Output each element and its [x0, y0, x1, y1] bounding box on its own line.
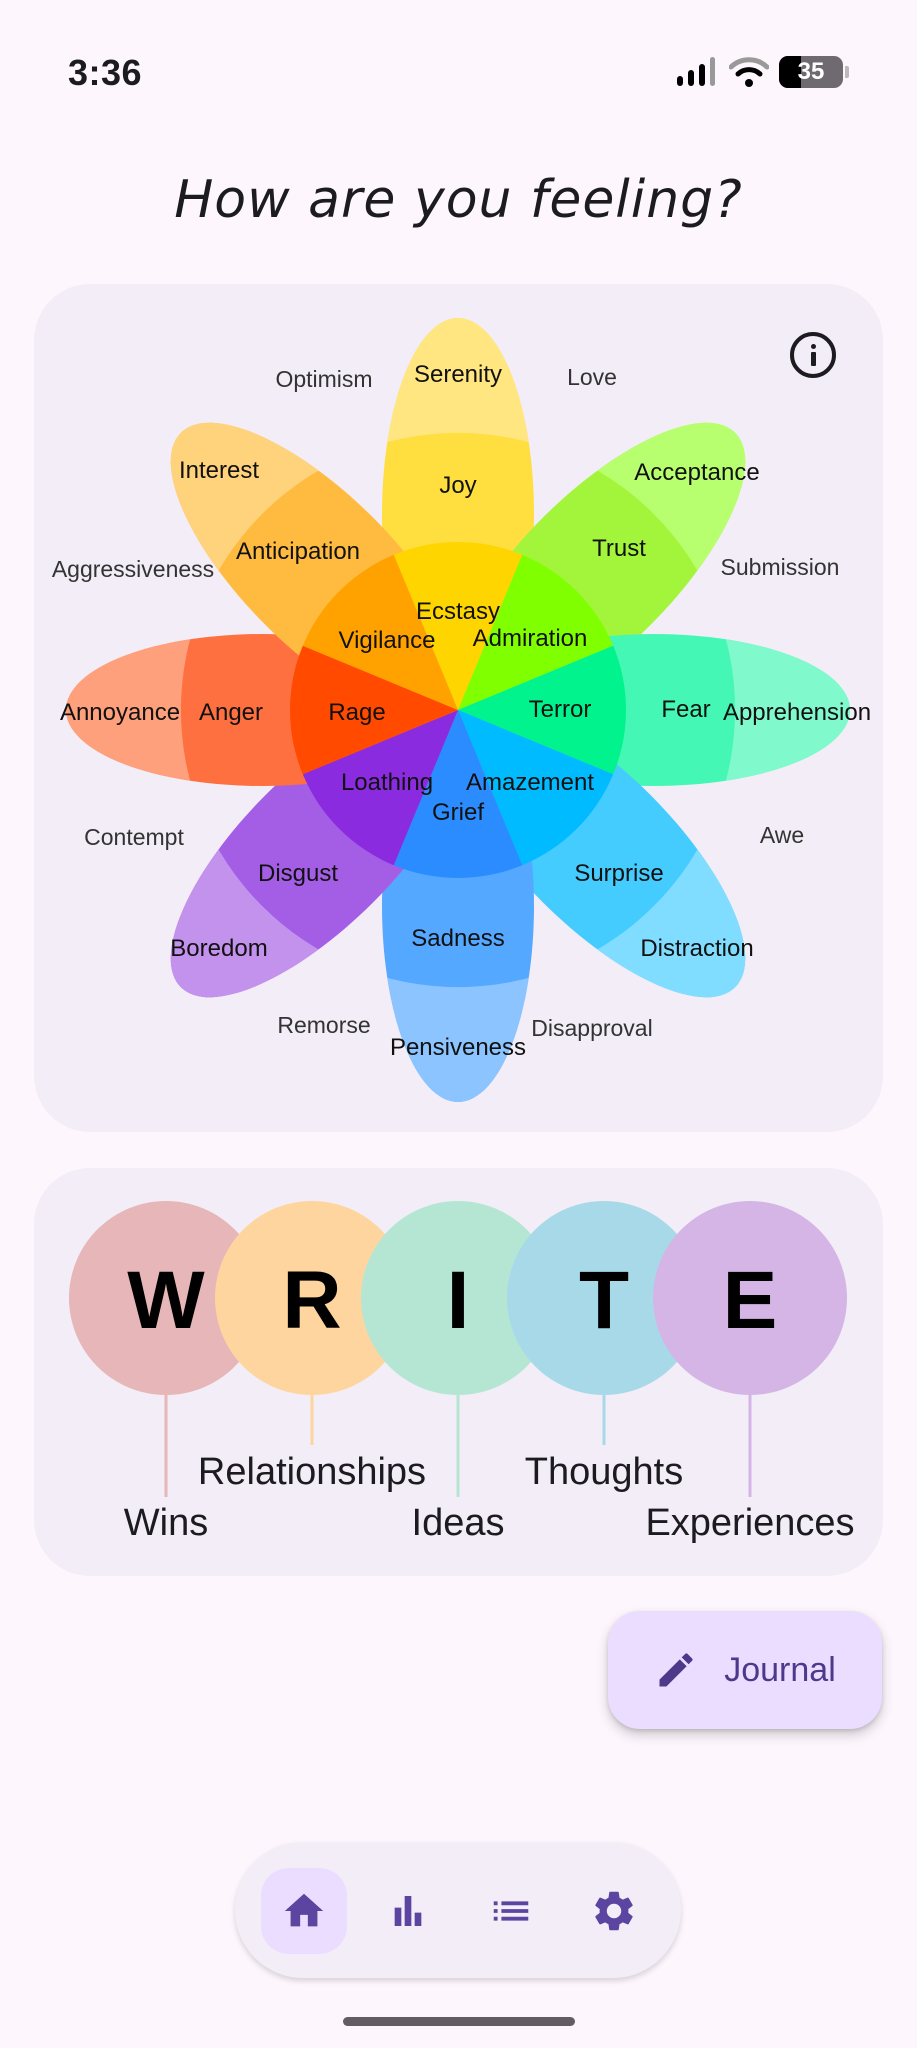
- dyad-label-optimism[interactable]: Optimism: [275, 366, 372, 392]
- write-acronym: W Wins R Relationships I Ideas T Thoughts E Exper…: [69, 1201, 855, 1544]
- wifi-icon: [729, 57, 769, 87]
- emotion-label-boredom[interactable]: Boredom: [170, 935, 267, 962]
- nav-home[interactable]: [261, 1868, 347, 1954]
- write-word-ideas: Ideas: [412, 1502, 505, 1544]
- status-bar: 3:36 35: [0, 0, 917, 150]
- bar-chart-icon: [394, 1896, 422, 1926]
- bottom-nav: [235, 1842, 681, 1978]
- info-button[interactable]: [790, 332, 836, 378]
- letter-circle: [215, 1201, 409, 1395]
- list-icon: [493, 1901, 529, 1921]
- emotion-label-anticipation[interactable]: Anticipation: [236, 538, 360, 565]
- letter-circle: [507, 1201, 701, 1395]
- home-indicator[interactable]: [343, 2017, 575, 2026]
- status-time: 3:36: [68, 52, 143, 93]
- write-item-relationships: R Relationships: [198, 1201, 426, 1493]
- write-word-wins: Wins: [124, 1502, 208, 1544]
- pencil-icon: [659, 1653, 693, 1687]
- battery-level: 35: [797, 58, 825, 85]
- emotion-label-interest[interactable]: Interest: [179, 457, 259, 484]
- home-icon: [284, 1893, 324, 1927]
- emotion-label-acceptance[interactable]: Acceptance: [634, 459, 759, 486]
- gear-icon: [595, 1891, 633, 1931]
- nav-stats[interactable]: [365, 1868, 451, 1954]
- info-icon: [810, 344, 816, 349]
- write-item-thoughts: T Thoughts: [507, 1201, 701, 1493]
- battery-icon: 35: [779, 56, 843, 88]
- emotion-label-loathing[interactable]: Loathing: [341, 769, 433, 796]
- wedge-admiration[interactable]: [458, 554, 614, 710]
- emotion-label-surprise[interactable]: Surprise: [574, 860, 663, 887]
- dyad-label-awe[interactable]: Awe: [760, 822, 804, 848]
- nav-list[interactable]: [468, 1868, 554, 1954]
- emotion-label-sadness[interactable]: Sadness: [411, 925, 504, 952]
- emotion-label-serenity[interactable]: Serenity: [414, 361, 502, 388]
- letter-circle: [361, 1201, 555, 1395]
- write-word-experiences: Experiences: [645, 1502, 854, 1544]
- dyad-label-aggressiveness[interactable]: Aggressiveness: [52, 556, 214, 582]
- emotion-label-fear[interactable]: Fear: [661, 696, 710, 723]
- nav-settings[interactable]: [571, 1868, 657, 1954]
- wedge-ecstasy[interactable]: [393, 541, 523, 710]
- emotion-label-apprehension[interactable]: Apprehension: [723, 699, 871, 726]
- dyad-label-love[interactable]: Love: [567, 364, 617, 390]
- emotion-label-vigilance[interactable]: Vigilance: [339, 627, 436, 654]
- emotion-label-trust[interactable]: Trust: [592, 535, 646, 562]
- emotion-label-ecstasy[interactable]: Ecstasy: [416, 598, 500, 625]
- write-word-thoughts: Thoughts: [525, 1451, 683, 1493]
- write-word-relationships: Relationships: [198, 1451, 426, 1493]
- wedge-vigilance[interactable]: [302, 554, 458, 710]
- emotion-label-disgust[interactable]: Disgust: [258, 860, 338, 887]
- dyad-label-contempt[interactable]: Contempt: [84, 824, 184, 850]
- write-letter-e: E: [723, 1255, 778, 1346]
- journal-fab-label: Journal: [724, 1650, 836, 1689]
- write-item-experiences: E Experiences: [645, 1201, 855, 1544]
- emotion-label-admiration[interactable]: Admiration: [473, 625, 588, 652]
- letter-circle: [653, 1201, 847, 1395]
- write-item-ideas: I Ideas: [361, 1201, 555, 1544]
- emotion-label-distraction[interactable]: Distraction: [640, 935, 753, 962]
- write-letter-r: R: [282, 1255, 341, 1346]
- journal-fab[interactable]: Journal: [608, 1611, 882, 1729]
- emotion-label-amazement[interactable]: Amazement: [466, 769, 594, 796]
- wedge-grief[interactable]: [393, 710, 523, 878]
- emotion-label-terror[interactable]: Terror: [529, 696, 592, 723]
- emotion-label-grief[interactable]: Grief: [432, 799, 484, 826]
- emotion-label-anger[interactable]: Anger: [199, 699, 263, 726]
- write-letter-i: I: [447, 1255, 470, 1346]
- wedge-amazement[interactable]: [458, 710, 614, 866]
- wedge-rage[interactable]: [289, 645, 458, 775]
- emotion-label-rage[interactable]: Rage: [328, 699, 385, 726]
- dyad-label-disapproval[interactable]: Disapproval: [531, 1015, 652, 1041]
- status-icons: 35: [675, 56, 849, 88]
- wedge-terror[interactable]: [458, 645, 627, 775]
- write-item-wins: W Wins: [69, 1201, 263, 1544]
- dyad-label-remorse[interactable]: Remorse: [277, 1012, 370, 1038]
- emotion-label-joy[interactable]: Joy: [439, 472, 476, 499]
- signal-icon: [677, 57, 715, 86]
- info-icon-bar: [810, 352, 816, 366]
- inner-circle: [289, 541, 627, 878]
- write-letter-t: T: [579, 1255, 629, 1346]
- page-title: How are you feeling?: [174, 170, 743, 230]
- write-letter-w: W: [127, 1255, 205, 1346]
- letter-circle: [69, 1201, 263, 1395]
- dyad-label-submission[interactable]: Submission: [721, 554, 840, 580]
- emotion-label-pensiveness[interactable]: Pensiveness: [390, 1034, 526, 1061]
- battery-nub: [845, 66, 849, 78]
- wedge-loathing[interactable]: [302, 710, 458, 866]
- emotion-label-annoyance[interactable]: Annoyance: [60, 699, 180, 726]
